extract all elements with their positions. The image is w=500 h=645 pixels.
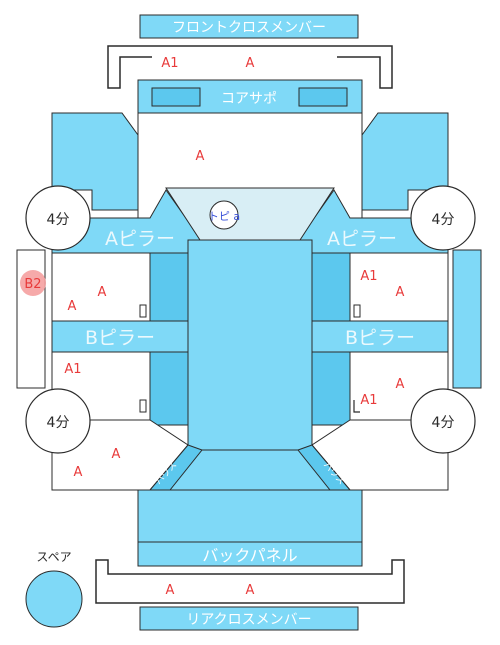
left-front-a-mark-1: A <box>68 299 77 314</box>
left-front-a-mark-2: A <box>98 285 107 300</box>
right-front-a-mark: A <box>396 285 405 300</box>
rear-cross-member-panel[interactable] <box>139 606 359 631</box>
back-panel[interactable] <box>137 541 363 567</box>
b2-badge <box>20 270 46 296</box>
front-cross-member-label: フロントクロスメンバー <box>172 20 326 36</box>
left-rear-door-handle <box>139 399 147 413</box>
quarter-fr-label: 4分 <box>432 212 455 228</box>
right-front-door-handle <box>353 304 361 318</box>
rear-body-panel[interactable] <box>137 489 363 543</box>
left-rear-a1-mark: A1 <box>64 362 81 377</box>
right-rear-a1-mark: A1 <box>360 393 377 408</box>
a-pillar-right-label: Aピラー <box>327 228 397 250</box>
quarter-fl-label: 4分 <box>47 212 70 228</box>
left-quarter-a-mark-1: A <box>112 447 121 462</box>
center-label: トピ a <box>208 210 240 223</box>
quarter-rl-circle[interactable] <box>25 388 91 454</box>
rear-cross-member-label: リアクロスメンバー <box>186 612 311 628</box>
hood-a-mark: A <box>196 149 205 164</box>
quarter-rr-circle[interactable] <box>410 388 476 454</box>
rear-cross-a-mark-1: A <box>166 583 175 598</box>
front-cross-a-mark: A <box>246 56 255 71</box>
right-rear-a-mark: A <box>396 377 405 392</box>
front-cross-a1-mark: A1 <box>161 56 178 71</box>
roof-panel[interactable] <box>187 239 313 451</box>
spare-label: スペア <box>36 550 71 564</box>
left-quarter-a-mark-2: A <box>74 465 83 480</box>
core-support-right-slot <box>298 87 348 107</box>
left-b2-mark: B2 <box>24 277 41 292</box>
front-cross-bracket-gap <box>152 52 337 64</box>
a-pillar-left-label: Aピラー <box>105 228 175 250</box>
quarter-fl-circle[interactable] <box>25 185 91 251</box>
left-front-door[interactable] <box>51 252 151 322</box>
right-side-sill[interactable] <box>452 249 482 389</box>
core-support-left-slot <box>151 87 201 107</box>
rear-cross-bracket-inner <box>108 575 392 591</box>
quarter-rl-label: 4分 <box>47 415 70 431</box>
front-cross-member-panel[interactable] <box>139 14 359 39</box>
back-panel-label: バックパネル <box>202 546 297 565</box>
b-pillar-left-panel[interactable] <box>51 320 189 353</box>
quarter-rr-label: 4分 <box>432 415 455 431</box>
b-pillar-left-label: Bピラー <box>85 327 155 349</box>
spare-tire[interactable] <box>25 570 83 628</box>
core-support-label: コアサポ <box>221 91 277 107</box>
b-pillar-right-label: Bピラー <box>345 327 415 349</box>
right-front-a1-mark: A1 <box>360 269 377 284</box>
center-circle <box>209 200 239 230</box>
left-front-door-handle <box>139 304 147 318</box>
right-front-door[interactable] <box>349 252 449 322</box>
rear-cross-a-mark-2: A <box>246 583 255 598</box>
quarter-fr-circle[interactable] <box>410 185 476 251</box>
right-rear-door-handle <box>353 400 360 413</box>
